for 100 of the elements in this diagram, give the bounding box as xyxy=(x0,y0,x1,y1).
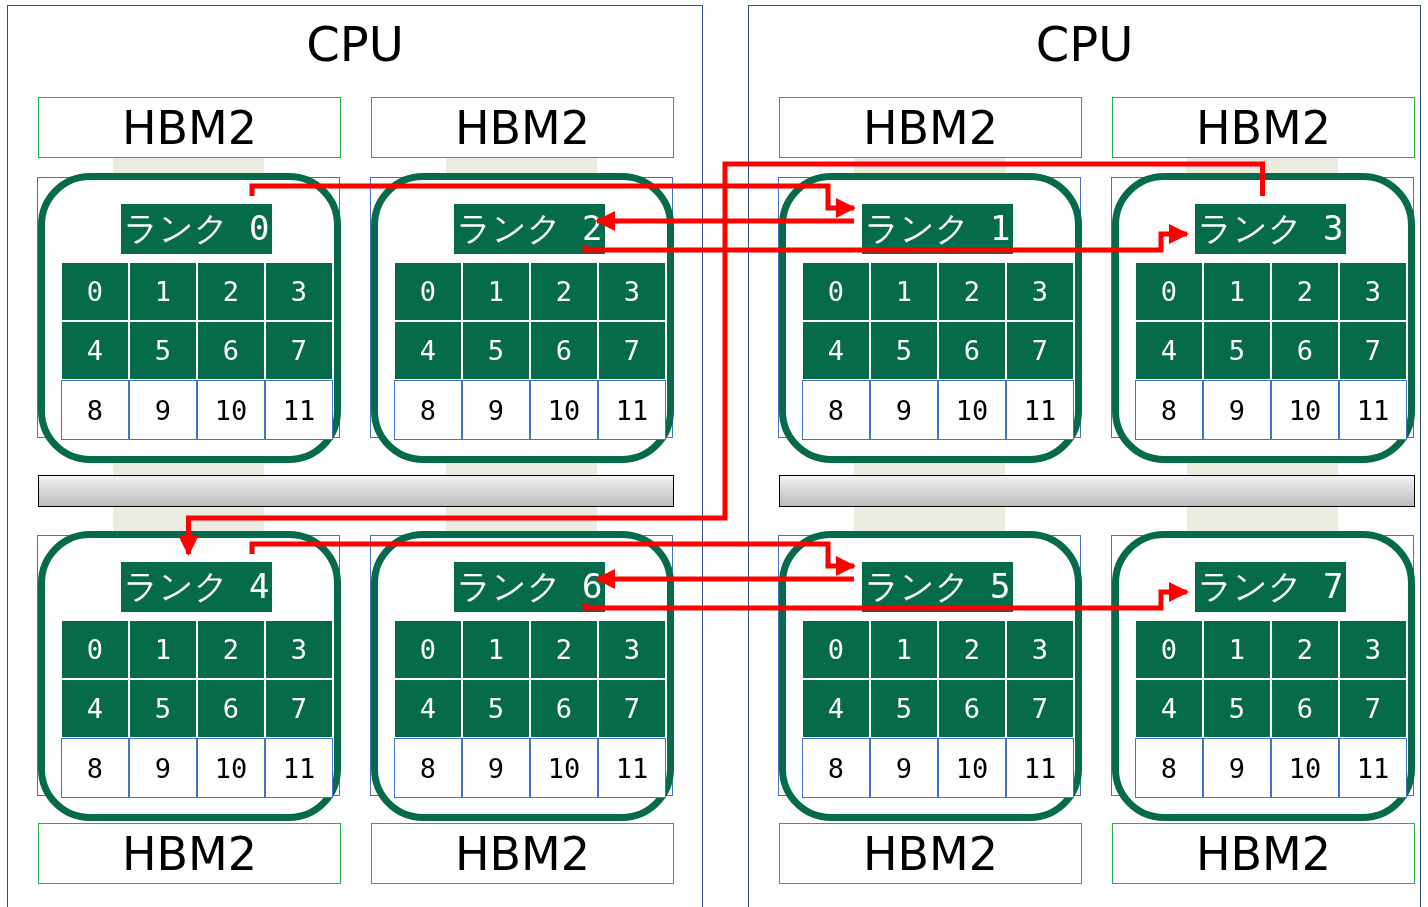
base-bar xyxy=(779,475,1415,507)
cpu-frame xyxy=(7,5,703,907)
core-cell: 4 xyxy=(1135,321,1203,380)
memory-box: HBM2 xyxy=(779,97,1082,158)
core-cell: 4 xyxy=(802,321,870,380)
core-cell: 2 xyxy=(530,620,598,679)
core-cell: 1 xyxy=(129,620,197,679)
core-cell: 5 xyxy=(462,679,530,738)
core-cell: 7 xyxy=(598,321,666,380)
arrow xyxy=(178,161,1265,556)
core-cell: 5 xyxy=(1203,679,1271,738)
core-cell: 6 xyxy=(197,321,265,380)
core-cell: 1 xyxy=(870,262,938,321)
core-cell: 2 xyxy=(530,262,598,321)
core-cell: 10 xyxy=(530,380,598,440)
core-cell: 3 xyxy=(265,262,333,321)
arrow xyxy=(595,211,854,231)
core-cell: 0 xyxy=(394,620,462,679)
core-cell: 9 xyxy=(870,738,938,798)
core-cell: 10 xyxy=(1271,738,1339,798)
core-cell: 11 xyxy=(1006,380,1074,440)
rank-label: ランク 0 xyxy=(121,204,272,254)
core-cell: 0 xyxy=(1135,262,1203,321)
core-cell: 6 xyxy=(1271,321,1339,380)
arrow xyxy=(249,183,856,218)
memory-box: HBM2 xyxy=(38,97,341,158)
memory-box: HBM2 xyxy=(779,823,1082,884)
core-cell: 4 xyxy=(61,321,129,380)
arrow xyxy=(595,569,854,589)
core-cell: 7 xyxy=(1339,679,1407,738)
memory-box: HBM2 xyxy=(1112,97,1415,158)
core-cell: 10 xyxy=(197,380,265,440)
core-cell: 5 xyxy=(870,679,938,738)
cpu-label: CPU xyxy=(305,15,405,74)
rank-frame xyxy=(1112,531,1415,821)
core-cell: 6 xyxy=(1271,679,1339,738)
rank-frame xyxy=(371,531,674,821)
rank-frame xyxy=(371,173,674,463)
core-cell: 8 xyxy=(61,380,129,440)
core-cell: 0 xyxy=(61,262,129,321)
core-cell: 11 xyxy=(1006,738,1074,798)
rank-frame xyxy=(1112,173,1415,463)
core-cell: 7 xyxy=(1006,321,1074,380)
core-cell: 2 xyxy=(938,620,1006,679)
core-cell: 5 xyxy=(129,679,197,738)
core-cell: 4 xyxy=(61,679,129,738)
rank-label: ランク 7 xyxy=(1195,562,1346,612)
core-cell: 5 xyxy=(870,321,938,380)
core-cell: 9 xyxy=(462,738,530,798)
core-cell: 5 xyxy=(129,321,197,380)
core-cell: 2 xyxy=(197,262,265,321)
base-bar xyxy=(38,475,674,507)
rank-frame xyxy=(38,173,341,463)
memory-box: HBM2 xyxy=(371,823,674,884)
rank-label: ランク 4 xyxy=(121,562,272,612)
core-cell: 3 xyxy=(1006,620,1074,679)
core-cell: 1 xyxy=(1203,620,1271,679)
arrow xyxy=(582,224,1189,253)
core-cell: 2 xyxy=(1271,262,1339,321)
core-cell: 2 xyxy=(197,620,265,679)
rank-label: ランク 6 xyxy=(454,562,605,612)
core-cell: 0 xyxy=(802,262,870,321)
core-cell: 1 xyxy=(129,262,197,321)
core-cell: 11 xyxy=(1339,738,1407,798)
core-cell: 9 xyxy=(129,738,197,798)
core-cell: 8 xyxy=(1135,380,1203,440)
core-cell: 1 xyxy=(462,262,530,321)
core-cell: 1 xyxy=(870,620,938,679)
core-cell: 3 xyxy=(1339,262,1407,321)
cpu-frame xyxy=(748,5,1421,907)
core-cell: 11 xyxy=(265,738,333,798)
core-cell: 8 xyxy=(394,738,462,798)
core-cell: 1 xyxy=(462,620,530,679)
core-cell: 10 xyxy=(197,738,265,798)
core-cell: 8 xyxy=(802,380,870,440)
core-cell: 9 xyxy=(129,380,197,440)
core-cell: 4 xyxy=(394,679,462,738)
core-cell: 4 xyxy=(1135,679,1203,738)
rank-frame xyxy=(779,173,1082,463)
core-cell: 4 xyxy=(394,321,462,380)
memory-box: HBM2 xyxy=(1112,823,1415,884)
core-cell: 8 xyxy=(1135,738,1203,798)
core-cell: 6 xyxy=(197,679,265,738)
core-cell: 10 xyxy=(938,738,1006,798)
core-cell: 9 xyxy=(1203,380,1271,440)
core-cell: 6 xyxy=(530,679,598,738)
core-cell: 0 xyxy=(802,620,870,679)
rank-label: ランク 3 xyxy=(1195,204,1346,254)
core-cell: 0 xyxy=(61,620,129,679)
core-cell: 3 xyxy=(598,620,666,679)
memory-box: HBM2 xyxy=(38,823,341,884)
core-cell: 11 xyxy=(265,380,333,440)
core-cell: 8 xyxy=(61,738,129,798)
core-cell: 6 xyxy=(530,321,598,380)
core-cell: 3 xyxy=(1339,620,1407,679)
core-cell: 5 xyxy=(1203,321,1271,380)
core-cell: 7 xyxy=(598,679,666,738)
core-cell: 9 xyxy=(462,380,530,440)
core-cell: 9 xyxy=(1203,738,1271,798)
core-cell: 2 xyxy=(938,262,1006,321)
